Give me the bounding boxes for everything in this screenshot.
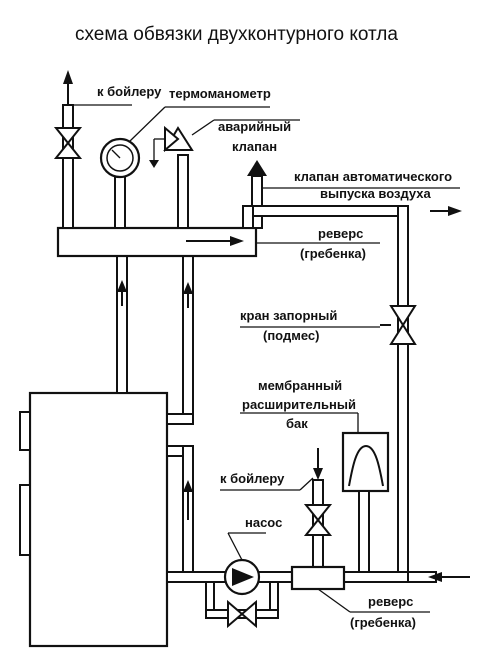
top-manifold xyxy=(56,226,258,258)
label-bottom-manifold-line2: (гребенка) xyxy=(350,615,416,630)
heating-supply-riser xyxy=(166,255,194,425)
label-to-boiler-bottom: к бойлеру xyxy=(220,471,285,486)
label-thermomanometer: термоманометр xyxy=(169,86,271,101)
label-emergency-valve-line2: клапан xyxy=(232,139,277,154)
label-expansion-tank-line3: бак xyxy=(286,416,308,431)
label-top-manifold-line2: (гребенка) xyxy=(300,246,366,261)
boiler-return-riser xyxy=(166,445,194,583)
mixing-pipe xyxy=(397,305,409,577)
emergency-valve-icon xyxy=(149,119,300,229)
boiler xyxy=(19,391,169,648)
mixing-shutoff-valve-icon xyxy=(240,305,417,345)
label-auto-air-valve-line2: выпуска воздуха xyxy=(320,186,432,201)
top-shutoff-valve-icon xyxy=(53,127,83,159)
top-right-pipe-loop xyxy=(242,205,462,307)
label-expansion-tank-line2: расширительный xyxy=(242,397,356,412)
bottom-manifold xyxy=(290,565,430,613)
label-shutoff-valve-line1: кран запорный xyxy=(240,308,337,323)
air-vent-icon xyxy=(247,160,460,229)
label-bottom-manifold-line1: реверс xyxy=(368,594,413,609)
diagram-title: схема обвязки двухконтурного котла xyxy=(75,24,398,45)
bypass-valve-icon xyxy=(227,599,257,629)
expansion-tank-icon xyxy=(240,412,390,577)
bottom-shutoff-valve-icon xyxy=(303,504,333,536)
bottom-boiler-feed-pipe xyxy=(220,448,324,573)
label-shutoff-valve-line2: (подмес) xyxy=(263,328,319,343)
label-top-manifold-line1: реверс xyxy=(318,226,363,241)
boiler-supply-riser xyxy=(116,255,128,394)
label-auto-air-valve-line1: клапан автоматического xyxy=(294,169,452,184)
label-to-boiler-top: к бойлеру xyxy=(97,84,162,99)
bottom-return-pipe xyxy=(166,571,470,583)
label-expansion-tank-line1: мембранный xyxy=(258,378,342,393)
thermomanometer-icon xyxy=(99,106,270,229)
label-emergency-valve-line1: аварийный xyxy=(218,119,291,134)
label-pump: насос xyxy=(245,515,282,530)
pump-icon xyxy=(223,532,266,596)
top-boiler-feed-pipe xyxy=(62,70,132,229)
